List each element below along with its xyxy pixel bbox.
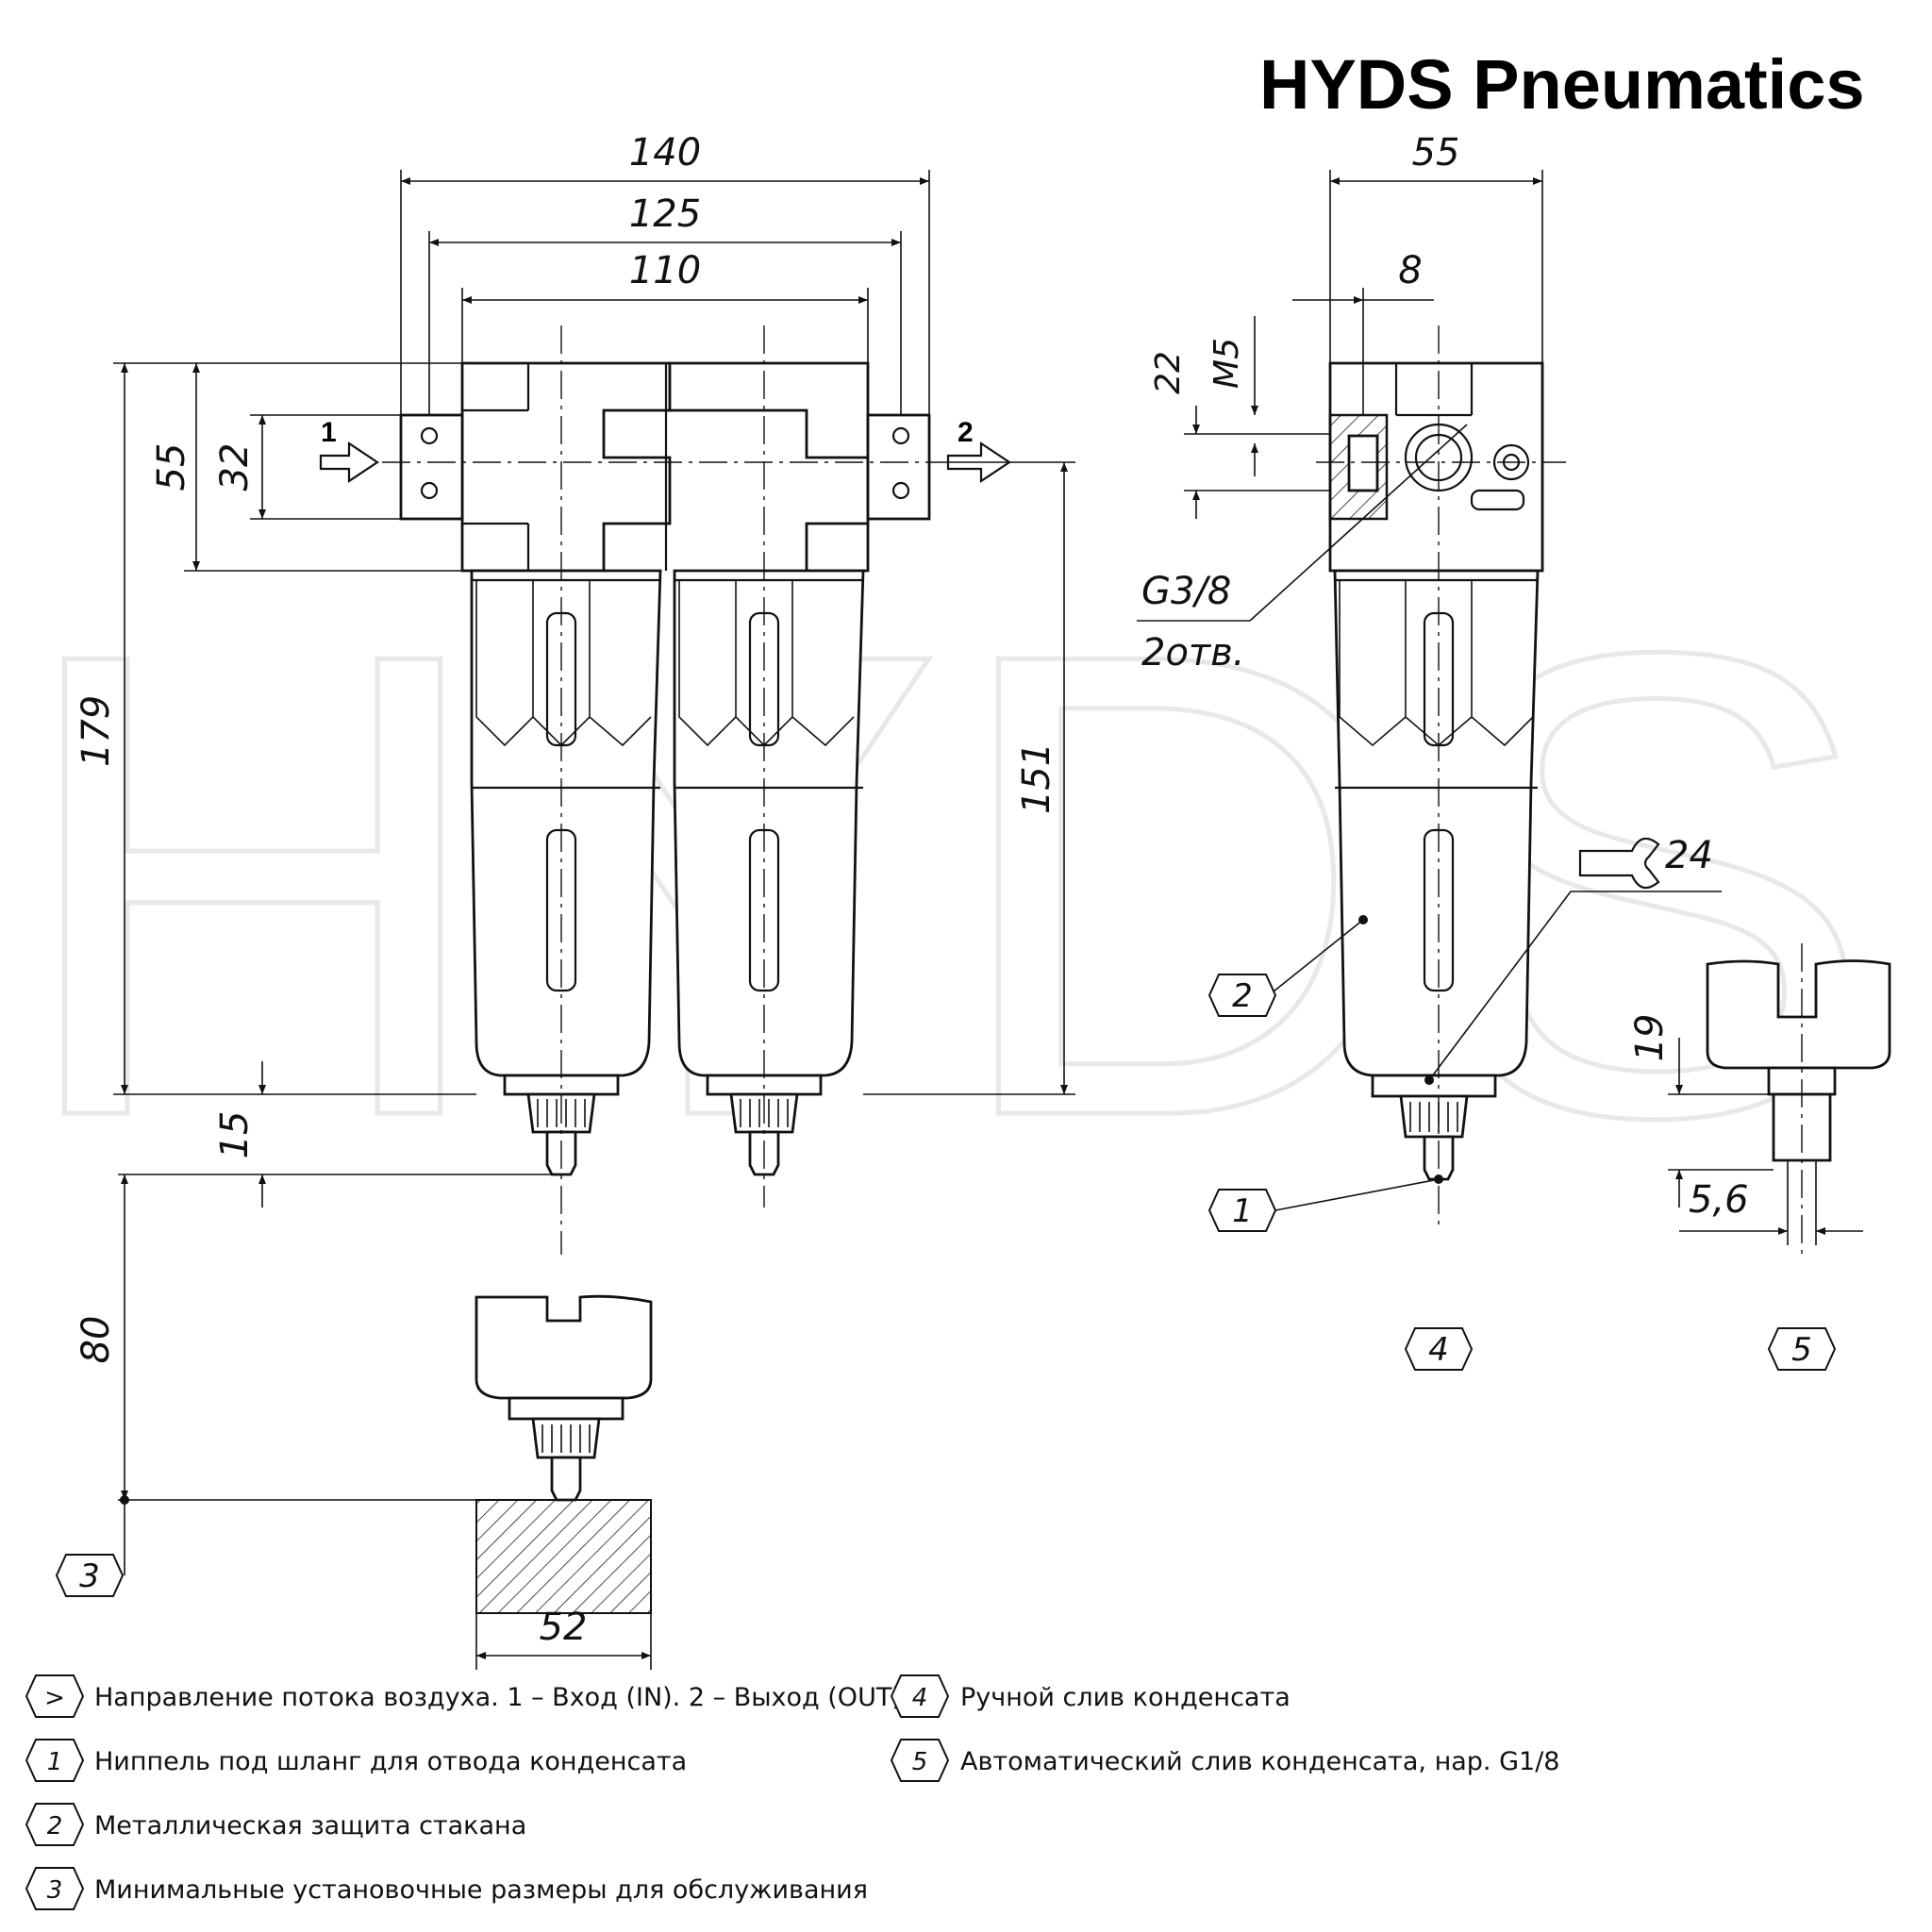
brand-title: HYDS Pneumatics [1259, 45, 1865, 124]
dim-nipple-length: 15 [213, 1111, 257, 1159]
callout-2-hex [1208, 974, 1277, 1017]
callout-4-label: 4 [1428, 1331, 1449, 1369]
port-inlet-label: 1 [321, 417, 337, 448]
inlet-arrow [319, 441, 379, 484]
dim-auto-drain-nipple: 5,6 [1689, 1178, 1749, 1222]
bracket-right [866, 413, 931, 521]
auto-drain-detail: 19 5,6 5 [1628, 943, 1891, 1371]
clearance-hatch [475, 1499, 652, 1614]
bracket-left [399, 413, 464, 521]
callout-5-label: 5 [1791, 1331, 1812, 1369]
legend-item: 1 Ниппель под шланг для отвода конденсат… [25, 1739, 687, 1782]
dim-service-clearance: 80 [75, 1316, 118, 1364]
legend-key: 5 [912, 1748, 928, 1776]
callout-5-hex [1767, 1327, 1837, 1371]
legend: > Направление потока воздуха. 1 – Вход (… [25, 1674, 1559, 1910]
port-thread-label: G3/8 [1141, 570, 1231, 613]
callout-4-hex [1404, 1327, 1474, 1371]
dim-height-overall: 179 [75, 695, 118, 767]
outlet-arrow [946, 441, 1011, 484]
legend-key: 4 [912, 1684, 928, 1712]
wrench-icon [1578, 837, 1660, 890]
dim-width-ports: 125 [629, 192, 701, 236]
legend-key: 2 [47, 1812, 63, 1840]
legend-text: Направление потока воздуха. 1 – Вход (IN… [94, 1683, 902, 1712]
legend-item: > Направление потока воздуха. 1 – Вход (… [25, 1674, 902, 1718]
dim-mount-thread: M5 [1208, 338, 1246, 389]
port-outlet-label: 2 [958, 417, 974, 448]
dim-height-holes: 32 [213, 443, 257, 491]
callout-1-label: 1 [1232, 1192, 1253, 1230]
legend-item: 5 Автоматический слив конденсата, нар. G… [890, 1739, 1559, 1782]
dim-width-overall: 140 [629, 131, 701, 175]
dim-height-to-port: 151 [1015, 742, 1058, 814]
port-count-label: 2отв. [1141, 631, 1245, 675]
dim-side-width: 55 [1412, 131, 1460, 175]
watermark-text: HYDS [9, 516, 1877, 1254]
legend-item: 2 Металлическая защита стакана [25, 1803, 526, 1846]
legend-text: Ручной слив конденсата [960, 1683, 1291, 1712]
callout-1-hex [1208, 1189, 1277, 1232]
front-view: 1 2 140 125 110 179 55 32 [55, 131, 1075, 1670]
dim-mount-offset: 8 [1398, 249, 1422, 292]
dim-width-bodies: 110 [629, 249, 701, 292]
callout-2-label: 2 [1232, 977, 1253, 1015]
legend-text: Минимальные установочные размеры для обс… [94, 1875, 868, 1905]
legend-text: Автоматический слив конденсата, нар. G1/… [960, 1747, 1559, 1776]
bowl-left [470, 569, 662, 1077]
legend-text: Металлическая защита стакана [94, 1811, 526, 1840]
side-view: 55 8 22 M5 G3/8 2отв. 24 2 1 [1137, 131, 1722, 1371]
legend-text: Ниппель под шланг для отвода конденсата [94, 1747, 687, 1776]
legend-item: 3 Минимальные установочные размеры для о… [25, 1867, 868, 1910]
dim-auto-drain-height: 19 [1628, 1014, 1672, 1062]
clearance-bowl [475, 1294, 653, 1400]
dim-service-width: 52 [540, 1606, 588, 1649]
legend-item: 4 Ручной слив конденсата [890, 1674, 1291, 1718]
side-bowl [1333, 569, 1540, 1077]
wrench-size-label: 24 [1665, 834, 1713, 877]
dim-height-body: 55 [150, 443, 193, 491]
bowl-right [673, 569, 865, 1077]
callout-3-label: 3 [79, 1557, 100, 1595]
legend-key: 3 [47, 1876, 63, 1905]
auto-drain-bowl [1706, 959, 1891, 1070]
dim-mount-height: 22 [1149, 351, 1188, 394]
legend-key: > [44, 1684, 65, 1712]
legend-key: 1 [47, 1748, 63, 1776]
callout-3-hex [55, 1554, 125, 1597]
